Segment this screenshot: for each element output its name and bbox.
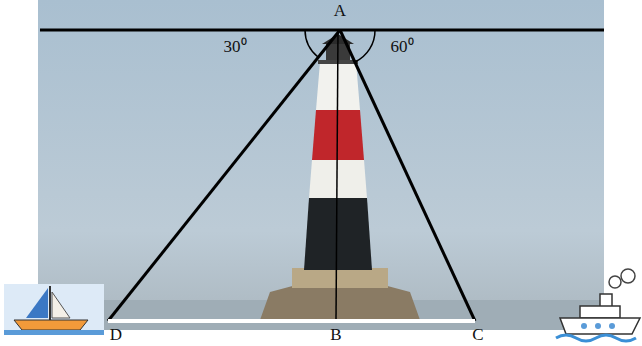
point-label: B — [330, 326, 341, 343]
line-ac — [340, 30, 475, 321]
base-line — [108, 319, 475, 323]
tower-white — [309, 160, 367, 198]
tower-black — [304, 198, 372, 270]
angle-label: 30⁰ — [224, 38, 247, 55]
angle-arc — [305, 30, 318, 57]
horizontal-line — [40, 29, 604, 32]
boat-icon — [4, 284, 104, 335]
line-ab — [336, 30, 338, 321]
lighthouse-plinth — [292, 268, 388, 288]
point-label: D — [110, 326, 122, 343]
angle-label: 60⁰ — [391, 38, 414, 55]
lighthouse-base — [260, 284, 420, 320]
line-ad — [108, 30, 340, 321]
point-label: C — [472, 326, 483, 343]
angle-arc — [355, 30, 375, 62]
point-label: A — [334, 2, 346, 19]
photo-background — [38, 0, 604, 330]
ship-icon — [556, 269, 640, 341]
